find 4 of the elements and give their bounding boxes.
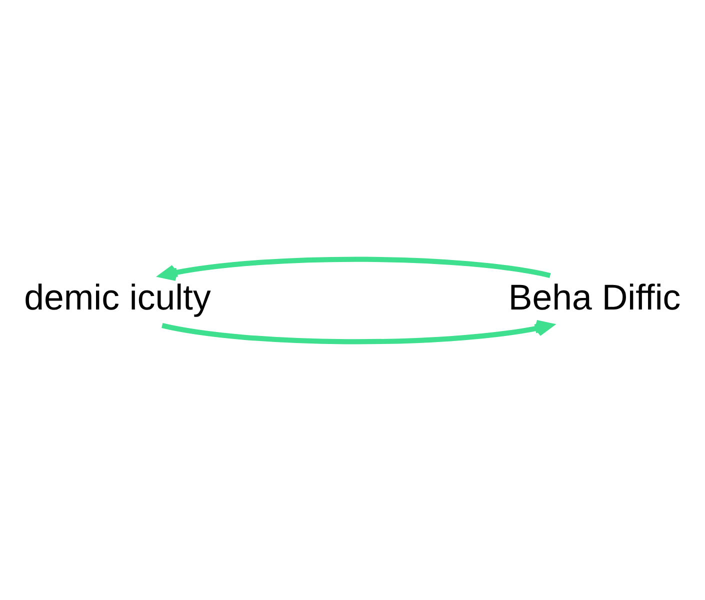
node-text: demic iculty <box>24 276 211 317</box>
node-text: Beha Diffic <box>508 276 681 317</box>
arrow <box>162 319 554 344</box>
arrow <box>159 256 551 280</box>
